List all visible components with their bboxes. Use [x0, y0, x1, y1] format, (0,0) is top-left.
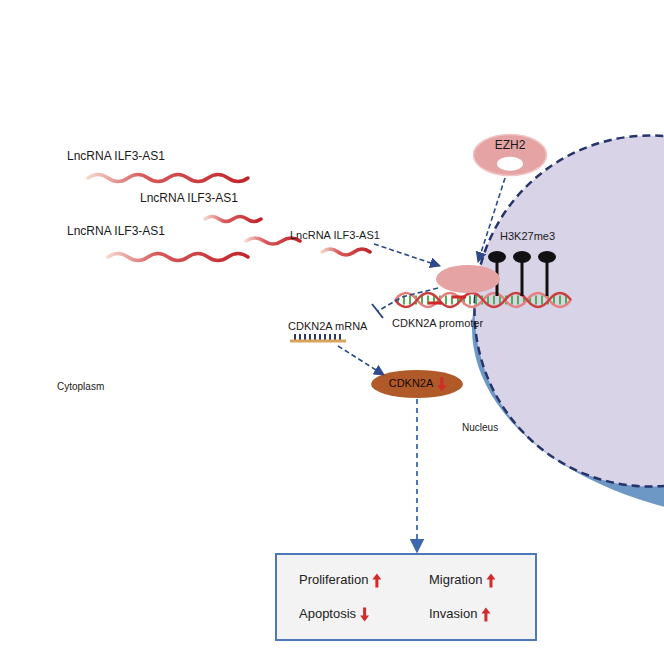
decrease-arrow: [437, 377, 446, 391]
mrna-backbone: [290, 340, 346, 343]
cell-ellipse: EZH2CDKN2A Nucleus Cytoplasm: [12, 85, 652, 475]
dna-strand: [395, 293, 571, 307]
lncrna-strand: [205, 217, 261, 222]
binding-pocket: [497, 157, 523, 171]
cell-ellipse-outline: [12, 85, 312, 235]
connector-arrow: [416, 399, 418, 552]
recruit-arrow: [374, 244, 440, 266]
repression-mark: [428, 297, 466, 303]
dna-rungs: [397, 296, 569, 305]
rna-label: LncRNA ILF3-AS1: [67, 150, 165, 164]
dna-helix: [395, 293, 571, 307]
rna-label: LncRNA ILF3-AS1: [67, 225, 165, 239]
mark-head: [538, 251, 556, 263]
outcome-box: Proliferation MigrationApoptosis Invasion: [275, 553, 537, 641]
rna-label: LncRNA ILF3-AS1: [140, 192, 238, 206]
outcome-text: Invasion: [429, 607, 477, 622]
decrease-arrow: [360, 607, 369, 621]
nucleus-circle: EZH2CDKN2A Nucleus: [262, 100, 618, 456]
cell-ellipse-fill: [472, 133, 664, 523]
rna-label: LncRNA ILF3-AS1: [290, 229, 380, 242]
node-label: CDKN2A: [389, 377, 434, 390]
lncrna-strands: [88, 175, 370, 261]
mrna-glyph: [290, 337, 346, 341]
inhibit-bar: [372, 304, 383, 318]
outcome-text: Proliferation: [299, 573, 368, 588]
translate-arrow: [338, 346, 384, 375]
node-label: Cytoplasm: [57, 381, 104, 393]
lncrna-strand: [88, 175, 248, 182]
prc2-complex: [436, 265, 500, 293]
nucleus-circle-fill: [475, 136, 664, 487]
mrna-ticks: [294, 334, 342, 340]
ezh2-oval-fill: [474, 135, 547, 176]
outcome-text: Migration: [429, 573, 482, 588]
lncrna-strand: [322, 249, 370, 255]
mark-head: [513, 251, 531, 263]
ezh2-oval: EZH2: [472, 133, 548, 177]
promoter-label: CDKN2A promoter: [392, 317, 483, 330]
outcome-text: Apoptosis: [299, 607, 356, 622]
cdkn2a-protein-fill: [371, 370, 463, 398]
mark-stem: [497, 260, 547, 296]
cdkn2a-protein: CDKN2A: [371, 370, 463, 398]
mrna-label: CDKN2A mRNA: [288, 320, 367, 333]
lncrna-strand: [246, 238, 300, 244]
regulation-arrows: [338, 178, 505, 375]
inhibit-line: [378, 288, 438, 311]
increase-arrow: [372, 573, 381, 587]
histone-marks: [488, 251, 556, 296]
increase-arrow: [481, 607, 490, 621]
mark-head: [488, 251, 506, 263]
node-label: EZH2: [495, 139, 526, 153]
increase-arrow: [486, 573, 495, 587]
node-label: Nucleus: [462, 422, 498, 434]
lncrna-strand: [108, 254, 248, 261]
measured-symbols: [360, 377, 495, 621]
histone-mark-label: H3K27me3: [500, 230, 555, 243]
dna-strand: [395, 293, 571, 307]
nucleus-circle-outline: [262, 100, 562, 250]
connector-layer: [417, 399, 418, 552]
recruit-arrow: [478, 178, 505, 262]
